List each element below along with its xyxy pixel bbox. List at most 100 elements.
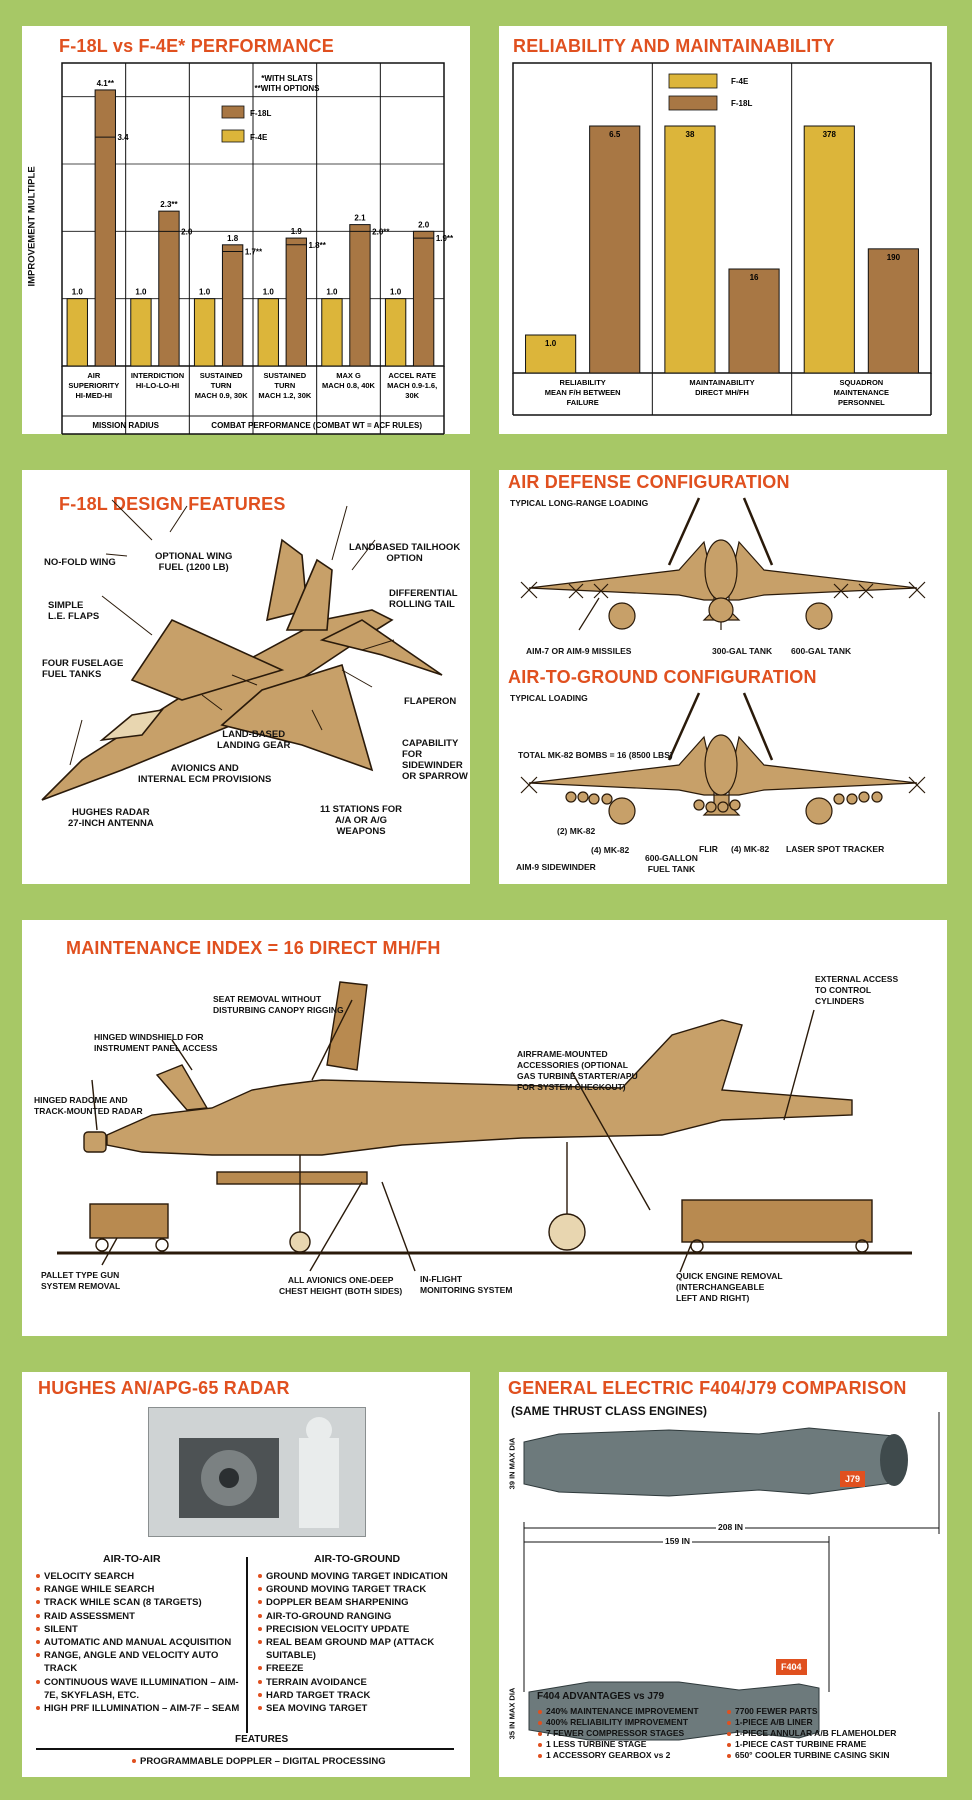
a2a-item: RANGE WHILE SEARCH [36, 1583, 241, 1596]
tick-label: 30K [405, 391, 419, 400]
data-label: 3.4 [117, 133, 129, 142]
data-label: 1.0 [72, 288, 84, 297]
bar-f4e [664, 125, 716, 374]
bar-f4e [66, 298, 88, 367]
a2a-item: AUTOMATIC AND MANUAL ACQUISITION [36, 1636, 241, 1649]
dia-39: 39 IN MAX DIA [506, 1428, 518, 1499]
airdef-subtitle: TYPICAL LONG-RANGE LOADING [510, 498, 649, 508]
adv-item: 7700 FEWER PARTS [727, 1706, 942, 1717]
lbl-laser-spot: LASER SPOT TRACKER [786, 844, 885, 854]
a2a-list: VELOCITY SEARCH RANGE WHILE SEARCH TRACK… [36, 1570, 241, 1715]
bar-f18l [412, 230, 435, 367]
a2g-item: FREEZE [258, 1662, 463, 1675]
tick-label: MAINTAINABILITY [689, 378, 754, 387]
legend-label: F-4E [731, 77, 749, 86]
design-title: F-18L DESIGN FEATURES [59, 494, 286, 514]
performance-title: F-18L vs F-4E* PERFORMANCE [59, 36, 334, 56]
plot-frame [512, 62, 932, 374]
data-label: 190 [887, 253, 901, 262]
tick-label: SUSTAINED [200, 371, 243, 380]
radar-panel: HUGHES AN/APG-65 RADAR AIR-TO-AIR AIR-TO… [22, 1372, 470, 1777]
maintenance-panel: MAINTENANCE INDEX = 16 DIRECT MH/FH [22, 920, 947, 1336]
adv-right-list: 7700 FEWER PARTS 1-PIECE A/B LINER 1-PIE… [727, 1706, 942, 1761]
data-label: 6.5 [609, 130, 621, 139]
lbl-aim9-sidewinder: AIM-9 SIDEWINDER [516, 862, 596, 872]
adv-title: F404 ADVANTAGES vs J79 [537, 1691, 665, 1702]
a2g-item: AIR-TO-GROUND RANGING [258, 1610, 463, 1623]
legend-label: F-18L [731, 99, 752, 108]
bar-f18l [221, 244, 244, 367]
engine-drawing [507, 1412, 940, 1741]
tick-label: MACH 0.8, 40K [322, 381, 376, 390]
bar-f18l [349, 224, 371, 367]
tick-label: MAINTENANCE [834, 388, 889, 397]
a2a-item: RANGE, ANGLE AND VELOCITY AUTO TRACK [36, 1649, 241, 1675]
radar-photo-illustration [179, 1417, 339, 1528]
engine-subtitle: (SAME THRUST CLASS ENGINES) [511, 1404, 708, 1418]
tick-label: SQUADRON [839, 378, 883, 387]
data-label: 1.8** [308, 241, 326, 250]
a2a-item: CONTINUOUS WAVE ILLUMINATION – AIM-7E, S… [36, 1676, 241, 1702]
f18l-planform [41, 499, 443, 801]
tick-label: INTERDICTION [131, 371, 184, 380]
reliability-title: RELIABILITY AND MAINTAINABILITY [513, 36, 835, 56]
tick-label: HI-LO-LO-HI [136, 381, 179, 390]
a2g-item: GROUND MOVING TARGET TRACK [258, 1583, 463, 1596]
lbl-flir: FLIR [699, 844, 718, 854]
tick-label: TURN [211, 381, 232, 390]
airdef-title: AIR DEFENSE CONFIGURATION [508, 472, 790, 492]
adv-item: 1-PIECE ANNULAR A/B FLAMEHOLDER [727, 1728, 942, 1739]
data-label: 1.8 [227, 234, 239, 243]
data-label: 2.0 [418, 220, 430, 229]
tick-label: DIRECT MH/FH [695, 388, 749, 397]
tick-label: SUPERIORITY [68, 381, 119, 390]
a2g-item: PRECISION VELOCITY UPDATE [258, 1623, 463, 1636]
tick-label: PERSONNEL [838, 398, 885, 407]
engine-panel: GENERAL ELECTRIC F404/J79 COMPARISON (SA… [499, 1372, 947, 1777]
lbl-no-fold-wing: NO-FOLD WING [44, 557, 116, 568]
data-label: 1.0 [326, 288, 338, 297]
group-label: COMBAT PERFORMANCE (COMBAT WT = ACF RULE… [211, 421, 422, 430]
a2g-title: AIR-TO-GROUND CONFIGURATION [508, 667, 817, 687]
adv-item: 1 LESS TURBINE STAGE [538, 1739, 723, 1750]
lbl-4-mk82-right: (4) MK-82 [731, 844, 770, 854]
performance-chart: 1.04.1**3.4AIRSUPERIORITYHI-MED-HI1.02.3… [61, 62, 454, 435]
dim-159: 159 IN [663, 1536, 693, 1547]
engine-title: GENERAL ELECTRIC F404/J79 COMPARISON [508, 1378, 907, 1398]
data-label: 1.0 [135, 288, 147, 297]
tick-label: MAX G [336, 371, 361, 380]
tick-label: TURN [274, 381, 295, 390]
lbl-4-mk82-left: (4) MK-82 [591, 845, 630, 855]
features-rule [36, 1748, 454, 1750]
bar-f18l [728, 268, 780, 374]
bar-f4e [130, 298, 152, 367]
config-panel: AIR DEFENSE CONFIGURATION TYPICAL LONG-R… [499, 470, 947, 884]
data-label: 1.0 [545, 339, 557, 348]
j79-tag: J79 [840, 1471, 866, 1487]
group-label: MISSION RADIUS [92, 421, 159, 430]
data-label: 38 [686, 130, 695, 139]
maintenance-title: MAINTENANCE INDEX = 16 DIRECT MH/FH [66, 938, 441, 958]
legend-swatch-f18l [668, 95, 718, 111]
tick-label: ACCEL RATE [388, 371, 436, 380]
legend-label: F-4E [250, 133, 268, 142]
bar-f18l [158, 210, 180, 367]
a2g-heading: AIR-TO-GROUND [314, 1553, 401, 1565]
bar-f18l [589, 125, 641, 374]
